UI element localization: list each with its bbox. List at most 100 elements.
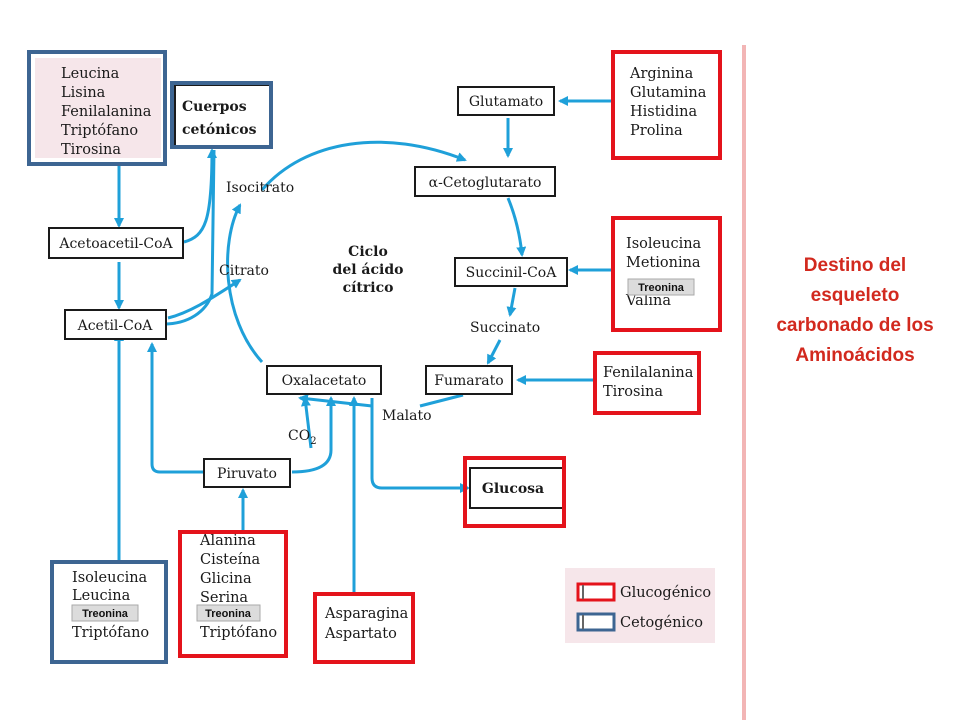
legend-glucogenic-swatch	[576, 582, 616, 602]
cycle-label: Ciclo del ácido cítrico	[333, 244, 404, 296]
label-succinato: Succinato	[470, 320, 540, 336]
arrow-piruvato-to-acetil	[147, 342, 203, 474]
svg-text:Triptófano: Triptófano	[200, 625, 277, 641]
treonina-tag: Treonina	[196, 604, 261, 622]
legend-glucogenic-label: Glucogénico	[620, 585, 711, 601]
svg-text:Aminoácidos: Aminoácidos	[795, 345, 914, 366]
svg-text:Treonina: Treonina	[82, 608, 129, 620]
arrow-malato-to-oxalacetato	[298, 393, 373, 408]
frame-isoleucina	[611, 216, 722, 332]
arrow-acetoacetil-to-cuerpos	[183, 148, 217, 244]
svg-text:Destino del: Destino del	[804, 255, 906, 276]
frame-alanina	[178, 530, 288, 658]
treonina-tag: Treonina	[627, 278, 695, 296]
node-fumarato: Fumarato	[425, 365, 513, 395]
legend-ketogenic-label: Cetogénico	[620, 615, 703, 631]
label-malato: Malato	[382, 408, 432, 424]
svg-text:Arginina: Arginina	[629, 66, 694, 82]
arrow-isocitrato-to-cetoglutarato	[260, 140, 467, 191]
arrow-co2	[300, 396, 313, 449]
arrows	[114, 96, 612, 592]
svg-text:Triptófano: Triptófano	[61, 123, 138, 139]
node-cuerpos-cetonicos: Cuerpos cetónicos	[174, 84, 271, 148]
isoleucina-list: Isoleucina Metionina Valina	[625, 236, 702, 309]
svg-text:Isoleucina: Isoleucina	[72, 570, 148, 586]
arrow-oxalacetato-to-isocitrato	[226, 203, 264, 364]
isoleucina-bottom-list: Isoleucina Leucina Triptófano	[72, 570, 149, 641]
svg-text:Isoleucina: Isoleucina	[626, 236, 702, 252]
arrow-oxalacetato-to-glucosa	[370, 398, 470, 493]
treonina-tag: Treonina	[71, 604, 139, 622]
legend: Glucogénico Cetogénico	[576, 582, 711, 632]
arrow-cetoglutarato-to-succinil	[506, 197, 527, 257]
node-cetoglutarato: α-Cetoglutarato	[414, 166, 556, 197]
svg-text:Metionina: Metionina	[626, 255, 701, 271]
frame-cuerpos-cetonicos	[170, 81, 273, 149]
frame-glucosa	[463, 456, 566, 528]
svg-text:Leucina: Leucina	[61, 66, 120, 82]
node-oxalacetato: Oxalacetato	[266, 365, 382, 395]
svg-text:Fumarato: Fumarato	[434, 373, 503, 389]
frame-asparagina	[313, 592, 415, 664]
svg-text:Asparagina: Asparagina	[324, 606, 409, 622]
svg-text:Triptófano: Triptófano	[72, 625, 149, 641]
node-acetoacetil-coa: Acetoacetil-CoA	[48, 227, 184, 259]
node-glucosa: Glucosa	[469, 467, 565, 509]
svg-text:Fenilalanina: Fenilalanina	[603, 365, 694, 381]
frame-isoleucina-bottom	[50, 560, 168, 664]
svg-text:Treonina: Treonina	[638, 282, 685, 294]
arrow-fumarato-to-malato	[419, 393, 464, 408]
svg-text:Cuerpos: Cuerpos	[182, 99, 247, 115]
svg-text:Cisteína: Cisteína	[200, 552, 261, 568]
svg-text:α-Cetoglutarato: α-Cetoglutarato	[429, 175, 542, 191]
svg-text:Lisina: Lisina	[61, 85, 106, 101]
svg-text:Valina: Valina	[625, 293, 671, 309]
svg-text:Glucosa: Glucosa	[482, 481, 544, 497]
arrow-acetil-to-citrato	[167, 278, 242, 320]
page-title: Destino del esqueleto carbonado de los A…	[776, 255, 933, 366]
svg-text:Tirosina: Tirosina	[603, 384, 663, 400]
svg-text:esqueleto: esqueleto	[811, 285, 900, 306]
svg-text:Treonina: Treonina	[205, 608, 252, 620]
svg-text:carbonado de los: carbonado de los	[776, 315, 933, 336]
arrow-piruvato-to-oxalacetato	[291, 396, 336, 474]
svg-text:Succinil-CoA: Succinil-CoA	[466, 265, 558, 281]
legend-bg	[565, 568, 715, 643]
frame-arginina	[611, 50, 722, 160]
frame-ketogenic-top	[27, 50, 167, 166]
label-isocitrato: Isocitrato	[226, 180, 294, 196]
svg-text:Leucina: Leucina	[72, 588, 131, 604]
legend-ketogenic-swatch	[576, 612, 616, 632]
node-glutamato: Glutamato	[457, 86, 555, 116]
fenilalanina-list: Fenilalanina Tirosina	[603, 365, 694, 400]
node-piruvato: Piruvato	[203, 458, 291, 488]
frame-fenilalanina	[593, 351, 701, 415]
svg-text:Piruvato: Piruvato	[217, 466, 277, 482]
arrow-succinato-to-fumarato	[486, 339, 502, 365]
ketogenic-top-bg	[35, 58, 161, 158]
svg-text:Acetil-CoA: Acetil-CoA	[77, 318, 154, 334]
ketogenic-top-list: Leucina Lisina Fenilalanina Triptófano T…	[61, 66, 152, 158]
arrow-succinil-to-succinato	[506, 287, 517, 317]
label-co2: CO2	[288, 428, 317, 447]
svg-text:Histidina: Histidina	[630, 104, 697, 120]
svg-text:Glutamato: Glutamato	[469, 94, 543, 110]
svg-text:cítrico: cítrico	[343, 280, 394, 296]
svg-text:Oxalacetato: Oxalacetato	[282, 373, 367, 389]
svg-text:Alanina: Alanina	[199, 533, 256, 549]
svg-text:Glutamina: Glutamina	[630, 85, 707, 101]
node-acetil-coa: Acetil-CoA	[64, 309, 167, 340]
svg-text:cetónicos: cetónicos	[182, 122, 257, 138]
svg-text:Tirosina: Tirosina	[61, 142, 121, 158]
svg-text:Aspartato: Aspartato	[324, 626, 397, 642]
svg-text:Acetoacetil-CoA: Acetoacetil-CoA	[58, 236, 173, 252]
svg-text:Glicina: Glicina	[200, 571, 252, 587]
arginina-list: Arginina Glutamina Histidina Prolina	[629, 66, 707, 139]
svg-text:del ácido: del ácido	[333, 262, 404, 278]
svg-text:Fenilalanina: Fenilalanina	[61, 104, 152, 120]
asparagina-list: Asparagina Aspartato	[324, 606, 409, 642]
alanina-list: Alanina Cisteína Glicina Serina Triptófa…	[199, 533, 277, 641]
svg-text:Prolina: Prolina	[630, 123, 683, 139]
node-succinil-coa: Succinil-CoA	[454, 257, 568, 287]
